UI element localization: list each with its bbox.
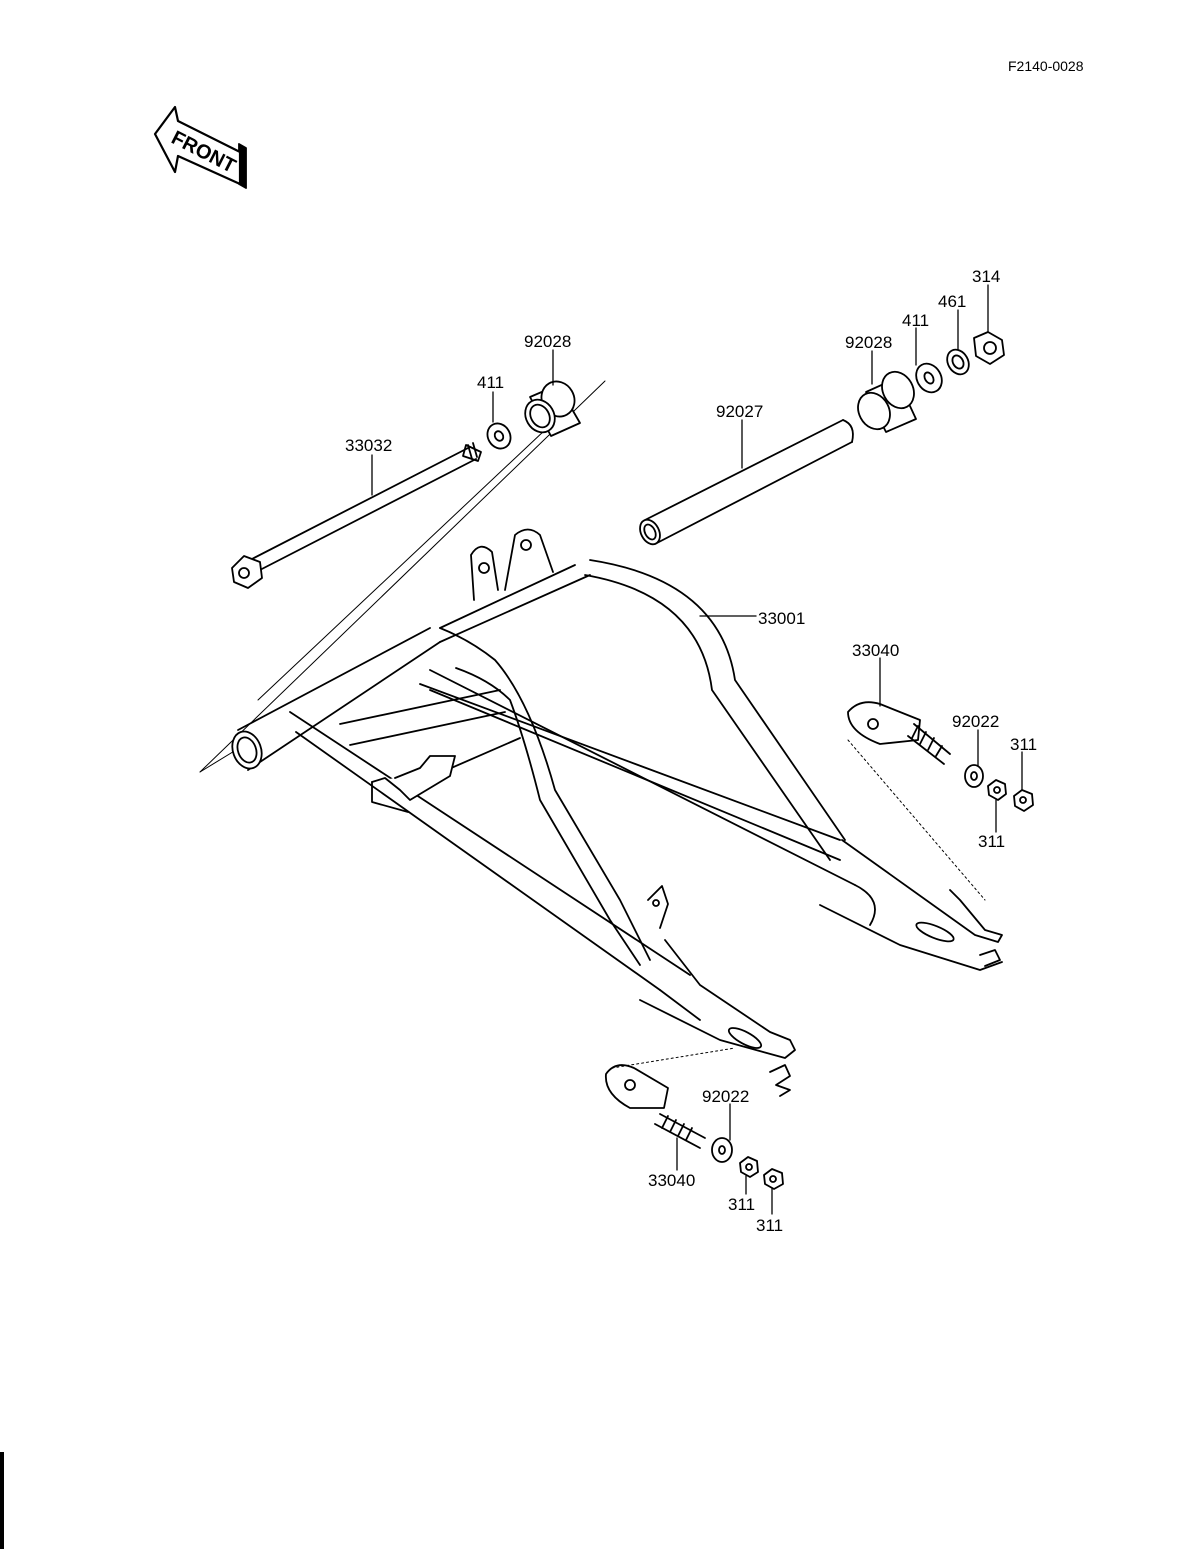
nut-311-right-inner [987,779,1007,801]
washer-461 [946,348,970,376]
washer-92022-left [711,1137,733,1163]
scan-edge-mark [0,1452,4,1549]
chain-adjuster-33040-right [847,701,951,765]
document-id: F2140-0028 [1008,58,1084,74]
part-label-92028-right: 92028 [845,333,893,352]
collar-92028-left [524,380,581,437]
part-label-311-left-1: 311 [728,1195,756,1214]
washer-92022-right [964,764,984,788]
washer-411-right [915,362,943,394]
part-label-33040-left: 33040 [648,1171,696,1190]
part-label-311-right-inner: 311 [978,832,1006,851]
part-label-314: 314 [972,267,1001,286]
part-label-311-right-outer: 311 [1010,735,1038,754]
nut-311-right-outer [1013,789,1034,812]
leader-lines [371,284,1023,1215]
part-label-33040-right: 33040 [852,641,900,660]
part-label-461: 461 [938,292,967,311]
nut-311-left-2 [763,1168,784,1190]
collar-92028-right [857,370,917,433]
washer-411-left [486,422,512,450]
part-label-92022-left: 92022 [702,1087,750,1106]
part-label-311-left-2: 311 [756,1216,784,1235]
part-label-33001: 33001 [758,609,806,628]
front-direction-arrow-icon: FRONT [153,105,247,189]
nut-314 [973,331,1005,365]
part-label-33032: 33032 [345,436,393,455]
pivot-bolt-33032 [231,442,482,589]
pivot-axis-lines [199,380,606,773]
part-label-92027: 92027 [716,402,764,421]
alignment-lines [611,739,986,1069]
part-label-92028-left: 92028 [524,332,572,351]
part-label-411-right: 411 [902,311,930,330]
swing-arm-33001 [231,528,1003,1097]
nut-311-left-1 [739,1156,759,1178]
part-label-92022-right: 92022 [952,712,1000,731]
part-label-411-left: 411 [477,373,505,392]
pivot-sleeve-92027 [639,419,854,546]
chain-adjuster-33040-left [605,1064,706,1149]
